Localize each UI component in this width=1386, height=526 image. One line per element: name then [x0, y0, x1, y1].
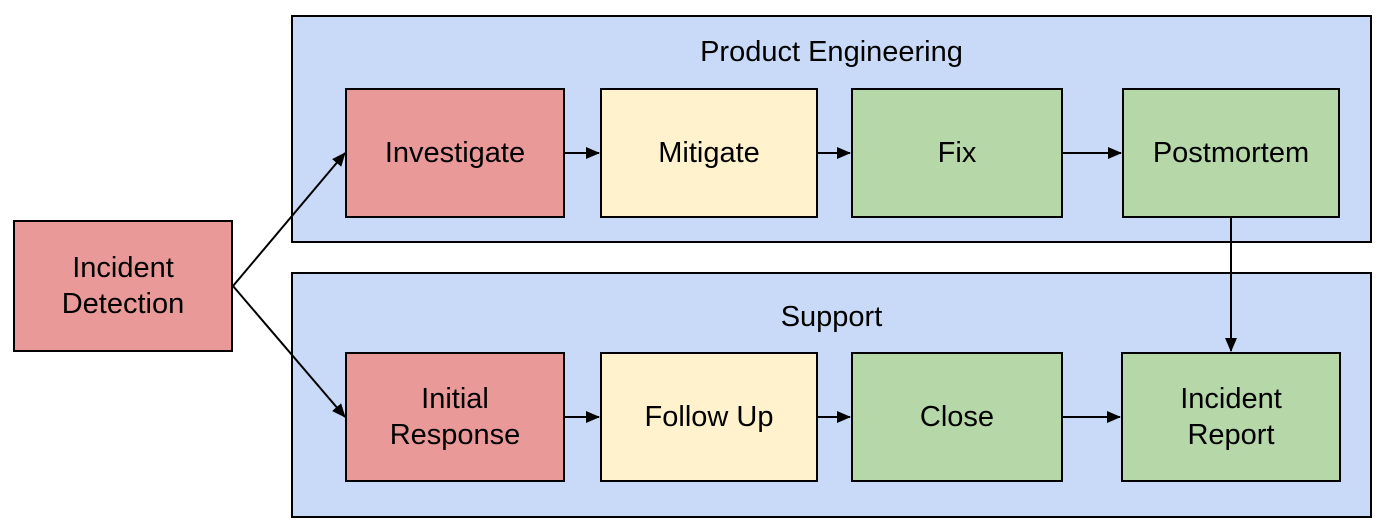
node-mitigate: Mitigate	[600, 88, 818, 218]
node-incident-report: Incident Report	[1121, 352, 1341, 482]
lane-title-product-engineering: Product Engineering	[700, 36, 963, 68]
lane-title-support: Support	[780, 301, 883, 333]
node-follow-up: Follow Up	[600, 352, 818, 482]
node-incident-detection: Incident Detection	[13, 220, 233, 352]
node-investigate: Investigate	[345, 88, 565, 218]
node-close: Close	[851, 352, 1063, 482]
node-initial-response: Initial Response	[345, 352, 565, 482]
node-postmortem: Postmortem	[1122, 88, 1340, 218]
node-fix: Fix	[851, 88, 1063, 218]
